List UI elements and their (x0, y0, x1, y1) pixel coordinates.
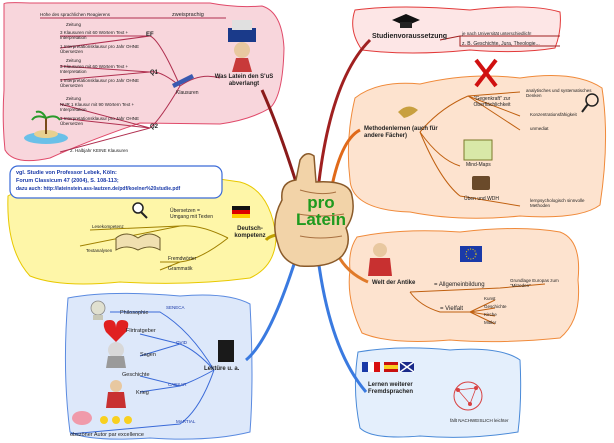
study-note-line-3: dazu auch: http://lateinstein.ass-lautze… (16, 186, 181, 192)
center-title: pro Latein (286, 194, 356, 228)
mindmaps-label: Mind-Maps (466, 162, 491, 168)
eu-flag-icon (460, 246, 482, 262)
q2-klausur-1: NUR 1 Klausur mit 90 Wörtern Text + Inte… (60, 102, 135, 112)
philosophie-label: Philosophie (120, 310, 149, 316)
studium-item-1: je nach Universität unterschiedlich! (462, 31, 532, 36)
book-icon (115, 233, 161, 251)
lektuere-title: Lektüre u. a. (204, 366, 240, 372)
ovid-label: OVID (176, 340, 188, 345)
lesekompetenz-label: Lesekompetenz (92, 224, 124, 229)
studium-sublines (439, 35, 560, 47)
mindmap-thumbnail-icon (463, 139, 493, 161)
philosopher-bust-icon (90, 300, 106, 320)
study-note-box (9, 165, 223, 199)
flirt-label: Flirtratgeber (126, 328, 156, 334)
lektuere-sublines (69, 311, 215, 435)
sagen-label: Sagen (140, 352, 156, 358)
magnifier-icon-2 (132, 202, 148, 219)
seneca-label: SENECA (166, 305, 185, 310)
grammatik-label: Grammatik (168, 266, 193, 272)
unmediat-label: unmediat (530, 126, 549, 131)
center-title-line-2: Latein (295, 210, 347, 229)
antike-title: Welt der Antike (372, 280, 416, 286)
q2-zeitung: Zeitung (66, 96, 82, 101)
branch-line-fremdsprachen (316, 257, 368, 393)
q2-klausur-2: 1 Interpretationsklausur pro Jahr OHNE Ü… (60, 116, 140, 126)
hoehe-label: Höhe des sprachlichen Reagierens (40, 12, 111, 17)
uncle-sam-icon (228, 20, 256, 72)
uebersetzen-label: Übersetzen = Umgang mit Texten (170, 208, 213, 220)
studium-title: Studienvoraussetzung (372, 33, 448, 40)
fremdwoerter-label: Fremdwörter (168, 256, 197, 262)
red-cross-icon (474, 58, 498, 88)
studium-item-2: z. B. Geschichte, Jura, Theologie... (462, 41, 540, 47)
magnifier-icon (581, 93, 599, 113)
antike-region (348, 228, 580, 343)
q2-klausur-3: 2. Halbjahr KEINE Klausuren (70, 148, 129, 153)
textanalysen-label: Textanalysen (86, 248, 113, 253)
deutsch-title: Deutsch-kompetenz (234, 226, 266, 239)
pen-icon (172, 74, 194, 88)
martial-label: MARTIAL (176, 419, 196, 424)
ueben-label: Üben und WDH (464, 196, 500, 202)
q1-label: Q1 (150, 70, 159, 76)
recorder-icon (472, 176, 490, 190)
analytisch-label: analytisches und systematisches Denken (526, 88, 592, 98)
klausuren-label: Klausuren (176, 90, 199, 96)
thumbs-up-hand-icon (274, 153, 354, 268)
q1-zeitung: Zeitung (66, 58, 82, 63)
methoden-sublines (419, 91, 521, 207)
gegenkraft-label: "Gegenkraft" zur Oberflächlichkeit (473, 96, 511, 108)
dove-icon (398, 106, 418, 118)
fremdsprachen-title: Lernen weiterer Fremdsprachen (368, 382, 414, 395)
q1-klausur-2: 1 Interpretationsklausur pro Jahr OHNE Ü… (60, 78, 140, 88)
zeus-icon (106, 342, 126, 368)
antike-item-geschichte: Geschichte (484, 304, 507, 309)
network-icon (453, 381, 483, 411)
ef-klausur-1: 3 Klausuren mit 60 Wörtern Text + Interp… (60, 30, 129, 40)
sus-branch-title: Was Latein den S'uS abverlangt (214, 74, 274, 87)
autor-label: obszöner Autor par excellence (70, 432, 144, 438)
antike-item-kunst: Kunst (484, 296, 496, 301)
soldier-icon (106, 380, 126, 408)
zweisprachig-label: zweisprachig (172, 12, 204, 18)
language-flags-icon (362, 361, 415, 373)
chicks-icon (100, 416, 132, 424)
island-icon (24, 110, 68, 144)
vielfalt-label: = Vielfalt (440, 306, 464, 312)
graduation-cap-icon (392, 14, 420, 28)
study-note-line-2: Forum Classicum 47 (2004), S. 108-113; (16, 178, 119, 184)
ef-label: EF (146, 32, 154, 38)
german-flag-icon (232, 206, 250, 218)
roman-emperor-icon (368, 243, 392, 276)
branch-line-lektuere (245, 257, 298, 362)
grundlage-label: Grundlage Europas zum "Mitreden" (510, 278, 559, 288)
ef-zeitung: Zeitung (66, 22, 82, 27)
branch-line-sus (260, 89, 302, 196)
fremdsprachen-leichter: fällt NACHWEISLICH leichter (450, 418, 509, 423)
konzentration-label: Konzentrationsfähigkeit (530, 112, 577, 117)
antike-sublines (409, 283, 546, 325)
krieg-label: Krieg (136, 390, 149, 396)
center-title-line-1: pro (307, 193, 335, 212)
geschichte-label: Geschichte (122, 372, 150, 378)
lektuere-book-icon (218, 340, 234, 362)
q2-label: Q2 (150, 124, 159, 130)
antike-item-kirche: Kirche (484, 312, 497, 317)
ef-klausur-2: 1 Interpretationsklausur pro Jahr OHNE Ü… (60, 44, 140, 54)
branch-line-studium (316, 38, 372, 191)
heart-icon (103, 320, 129, 342)
lernpsych-label: lernpsychologisch sinnvolle Methoden (530, 198, 585, 208)
allgemeinbildung-label: = Allgemeinbildung (434, 282, 485, 288)
caesar-label: CAESAR (168, 382, 187, 387)
antike-item-mittler: Mittler (484, 320, 497, 325)
methoden-title: Methodenlernen (auch für andere Fächer) (364, 126, 438, 139)
sus-sublines (40, 17, 226, 153)
study-note-line-1: vgl. Studie von Professor Lebek, Köln: (16, 170, 117, 176)
q1-klausur-1: 3 Klausuren mit 60 Wörtern Text + Interp… (60, 64, 129, 74)
pig-icon (72, 411, 92, 425)
